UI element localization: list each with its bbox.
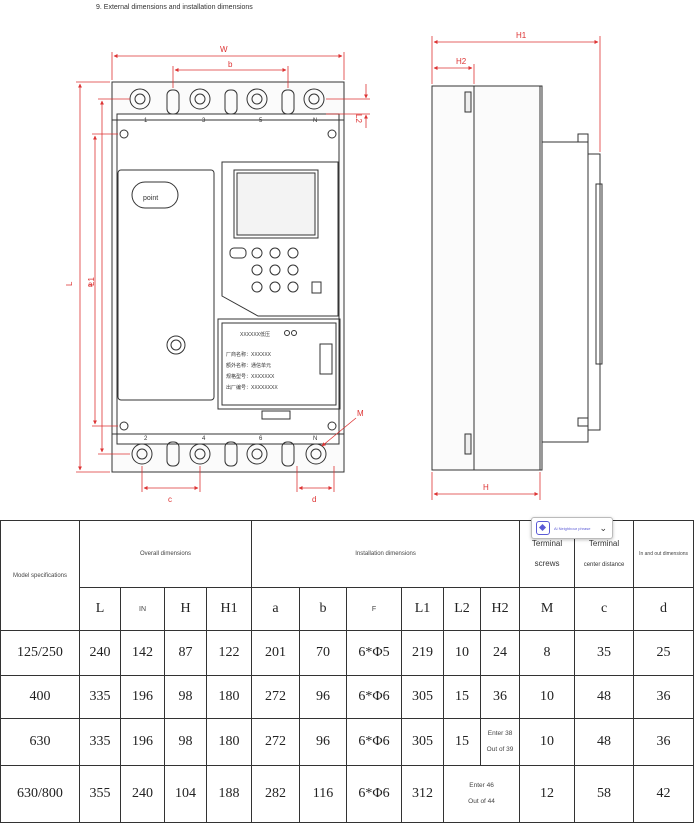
svg-text:规格型号：XXXXXXX: 规格型号：XXXXXXX	[226, 373, 275, 380]
spec-table: Model specifications Overall dimensions …	[0, 520, 695, 823]
svg-text:5: 5	[259, 118, 263, 124]
col-d: d	[633, 587, 695, 631]
inout-header: In and out dimensions	[633, 520, 695, 588]
svg-text:厂商名称：XXXXXX: 厂商名称：XXXXXX	[226, 351, 272, 358]
svg-text:N: N	[313, 118, 317, 124]
col-H1: H1	[205, 587, 253, 631]
dim-M: M	[357, 409, 364, 418]
dim-d: d	[312, 495, 316, 504]
side-view	[431, 85, 603, 471]
chevron-down-icon[interactable]: ⌄	[599, 522, 607, 533]
dim-W: W	[220, 45, 228, 54]
col-IN: IN	[120, 587, 165, 631]
model-spec-header: Model specifications	[0, 520, 80, 631]
col-F: F	[346, 587, 403, 631]
dim-H: H	[483, 483, 489, 492]
table-row: 630/800 355 240 104 188 282 116 6*Φ6 312…	[0, 765, 695, 823]
table-row: 400 335 196 98 180 272 96 6*Φ6 305 15 36…	[0, 675, 695, 719]
col-L1: L1	[401, 587, 445, 631]
nameplate-text: XXXXXX低压 厂商名称：XXXXXX 额外名称：通信单元 规格型号：XXXX…	[226, 330, 297, 391]
dim-H2: H2	[456, 57, 467, 66]
overall-header: Overall dimensions	[78, 520, 253, 588]
bottom-terminals	[131, 441, 327, 467]
svg-text:6: 6	[259, 436, 263, 442]
installation-header: Installation dimensions	[251, 520, 521, 588]
col-H2: H2	[480, 587, 521, 631]
popup-label: Ai Neighbour phrase	[554, 525, 591, 531]
col-c: c	[574, 587, 635, 631]
col-H: H	[164, 587, 207, 631]
col-L: L	[79, 587, 121, 631]
dim-b: b	[228, 60, 233, 69]
svg-text:4: 4	[202, 436, 206, 442]
svg-text:2: 2	[144, 436, 148, 442]
dimension-drawing: XXXXXX低压 厂商名称：XXXXXX 额外名称：通信单元 规格型号：XXXX…	[65, 31, 603, 504]
dim-L1: L1	[87, 277, 96, 286]
svg-text:额外名称：通信单元: 额外名称：通信单元	[226, 362, 271, 369]
section-title: 9. External dimensions and installation …	[96, 4, 253, 11]
table-row: 630 335 196 98 180 272 96 6*Φ6 305 15 En…	[0, 718, 695, 766]
dim-c: c	[168, 495, 172, 504]
keypad-buttons	[251, 247, 299, 293]
svg-text:出厂编号：XXXXXXXX: 出厂编号：XXXXXXXX	[226, 384, 278, 391]
svg-text:1: 1	[144, 118, 148, 124]
dim-a: a	[88, 280, 93, 289]
table-row: 125/250 240 142 87 122 201 70 6*Φ5 219 1…	[0, 630, 695, 676]
col-M: M	[519, 587, 576, 631]
top-terminals	[129, 88, 325, 115]
dim-L: L	[65, 281, 74, 286]
col-b: b	[299, 587, 348, 631]
svg-text:N: N	[313, 436, 317, 442]
point-label: point	[143, 195, 158, 202]
dim-L2: L2	[354, 114, 363, 123]
ai-phrase-popup[interactable]: Ai Neighbour phrase ⌄	[531, 517, 613, 539]
svg-text:3: 3	[202, 118, 206, 124]
dim-H1: H1	[516, 31, 527, 40]
sparkle-icon	[536, 521, 550, 535]
front-view	[111, 81, 345, 473]
spec-table-wrap: Model specifications Overall dimensions …	[0, 520, 696, 823]
column-header-row: L IN H H1 a b F L1 L2 H2 M c d	[1, 587, 695, 631]
col-a: a	[251, 587, 301, 631]
terminal-numbers: 1 3 5 N 2 4 6 N	[144, 118, 317, 442]
svg-text:XXXXXX低压: XXXXXX低压	[240, 331, 270, 338]
dimension-lines	[76, 52, 370, 492]
col-L2: L2	[443, 587, 482, 631]
